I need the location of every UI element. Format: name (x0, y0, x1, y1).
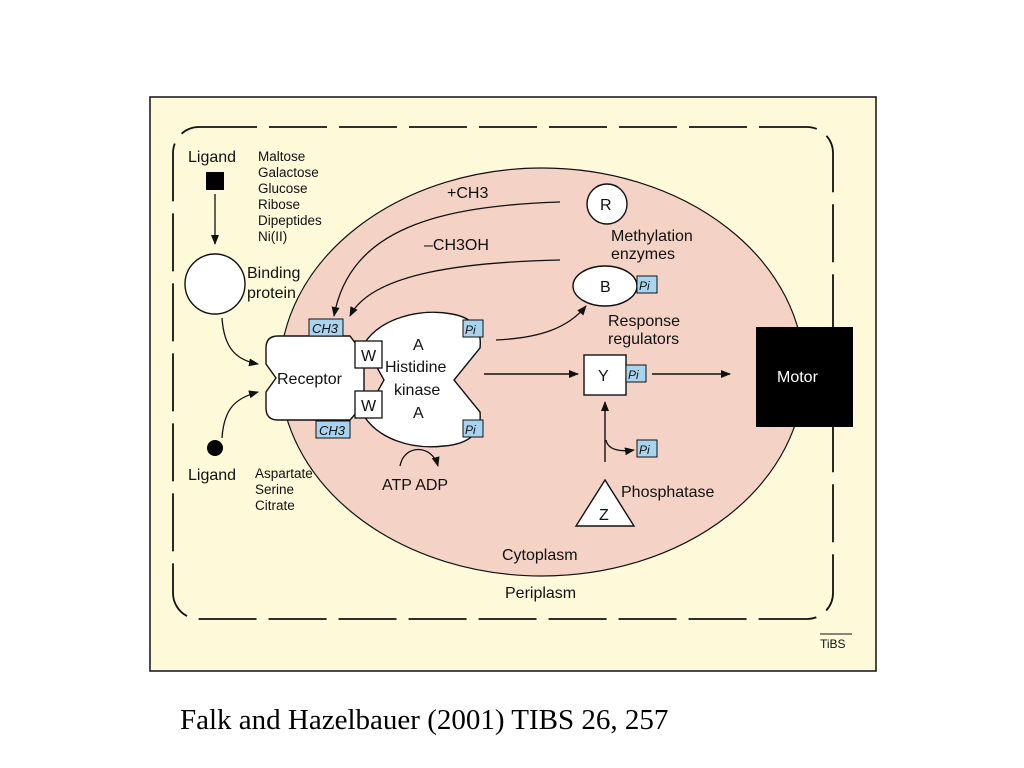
ligand-bottom-list: Aspartate Serine Citrate (255, 466, 313, 513)
phospho-tag-b (636, 275, 658, 294)
methylation-r-label: R (600, 197, 612, 214)
phospho-tag-kinase-bottom (462, 419, 484, 438)
binding-protein-circle (184, 253, 246, 315)
w-box-top (354, 340, 383, 369)
phospho-tag-kinase-top (462, 319, 484, 338)
binding-to-receptor-arrow (221, 317, 259, 367)
motor-label: Motor (777, 369, 819, 386)
w-box-top-label: W (361, 348, 377, 365)
ligand-top-list: Maltose Galactose Glucose Ribose Dipepti… (258, 149, 322, 244)
ligand-top-item: Glucose (258, 181, 308, 196)
kinase-label: Histidine (385, 359, 446, 376)
ch3-tag-top (308, 318, 344, 337)
atp-adp-arrow (399, 449, 440, 467)
kinase-label: kinase (394, 382, 440, 399)
ligand-top-item: Dipeptides (258, 213, 322, 228)
methylation-enzymes-label: Methylation (611, 228, 693, 245)
binding-protein-label: protein (247, 285, 296, 302)
methylation-add-label: +CH3 (447, 185, 488, 202)
ligand-top-item: Galactose (258, 165, 319, 180)
w-box-bottom (354, 390, 383, 419)
receptor-label: Receptor (277, 371, 343, 388)
phosphatase-label: Phosphatase (621, 484, 715, 501)
periplasm-label: Periplasm (505, 585, 576, 602)
receptor-shape (265, 335, 365, 421)
atp-adp-label: ATP ADP (382, 477, 448, 494)
y-protein-box (583, 354, 627, 396)
w-box-bottom-label: W (361, 398, 377, 415)
ligand-circle-icon (207, 440, 223, 456)
phospho-tag-y (625, 364, 647, 383)
motor-box (756, 327, 853, 427)
phospho-tag-label: Pi (639, 443, 650, 457)
phospho-tag-released (636, 439, 658, 458)
ligand-top-label: Ligand (188, 149, 236, 166)
b-protein-label: B (600, 279, 611, 296)
response-regulators-label: regulators (608, 331, 679, 348)
phosphate-release-arrow (605, 439, 635, 456)
phospho-tag-label: Pi (465, 323, 476, 337)
figure-caption: Falk and Hazelbauer (2001) TIBS 26, 257 (180, 704, 669, 736)
ligand-top-item: Ni(II) (258, 229, 287, 244)
ligand-bottom-item: Citrate (255, 498, 295, 513)
kinase-a-top-label: A (413, 337, 424, 354)
ch3-tag-bottom-label: CH3 (319, 423, 346, 438)
methylation-arrow-add (331, 201, 561, 317)
ch3-tag-bottom (315, 420, 351, 439)
response-regulators-label: Response (608, 313, 680, 330)
z-protein-label: Z (599, 507, 609, 524)
ligand-top-item: Maltose (258, 149, 305, 164)
chemotaxis-diagram: Ligand Maltose Galactose Glucose Ribose … (149, 96, 877, 672)
ligand-top-item: Ribose (258, 197, 300, 212)
ligand-to-receptor-arrow (221, 390, 259, 439)
kinase-a-bottom-label: A (413, 405, 424, 422)
methylation-enzymes-label: enzymes (611, 246, 675, 263)
z-protein-triangle (574, 478, 636, 527)
ligand-bottom-item: Serine (255, 482, 294, 497)
ligand-bottom-label: Ligand (188, 467, 236, 484)
phospho-tag-label: Pi (628, 368, 639, 382)
histidine-kinase-shape (363, 311, 481, 448)
ligand-square-icon (206, 172, 224, 190)
binding-protein-label: Binding (247, 265, 300, 282)
cytoplasm-label: Cytoplasm (502, 547, 578, 564)
ch3-tag-top-label: CH3 (312, 321, 339, 336)
phospho-tag-label: Pi (639, 279, 650, 293)
methylation-remove-label: –CH3OH (424, 237, 489, 254)
journal-mark: TiBS (820, 637, 846, 651)
y-protein-label: Y (598, 368, 609, 385)
phospho-tag-label: Pi (465, 423, 476, 437)
methylation-r-circle (586, 183, 628, 225)
ligand-bottom-item: Aspartate (255, 466, 313, 481)
kinase-to-b-arrow (495, 305, 587, 341)
methylation-arrow-remove (349, 259, 561, 317)
